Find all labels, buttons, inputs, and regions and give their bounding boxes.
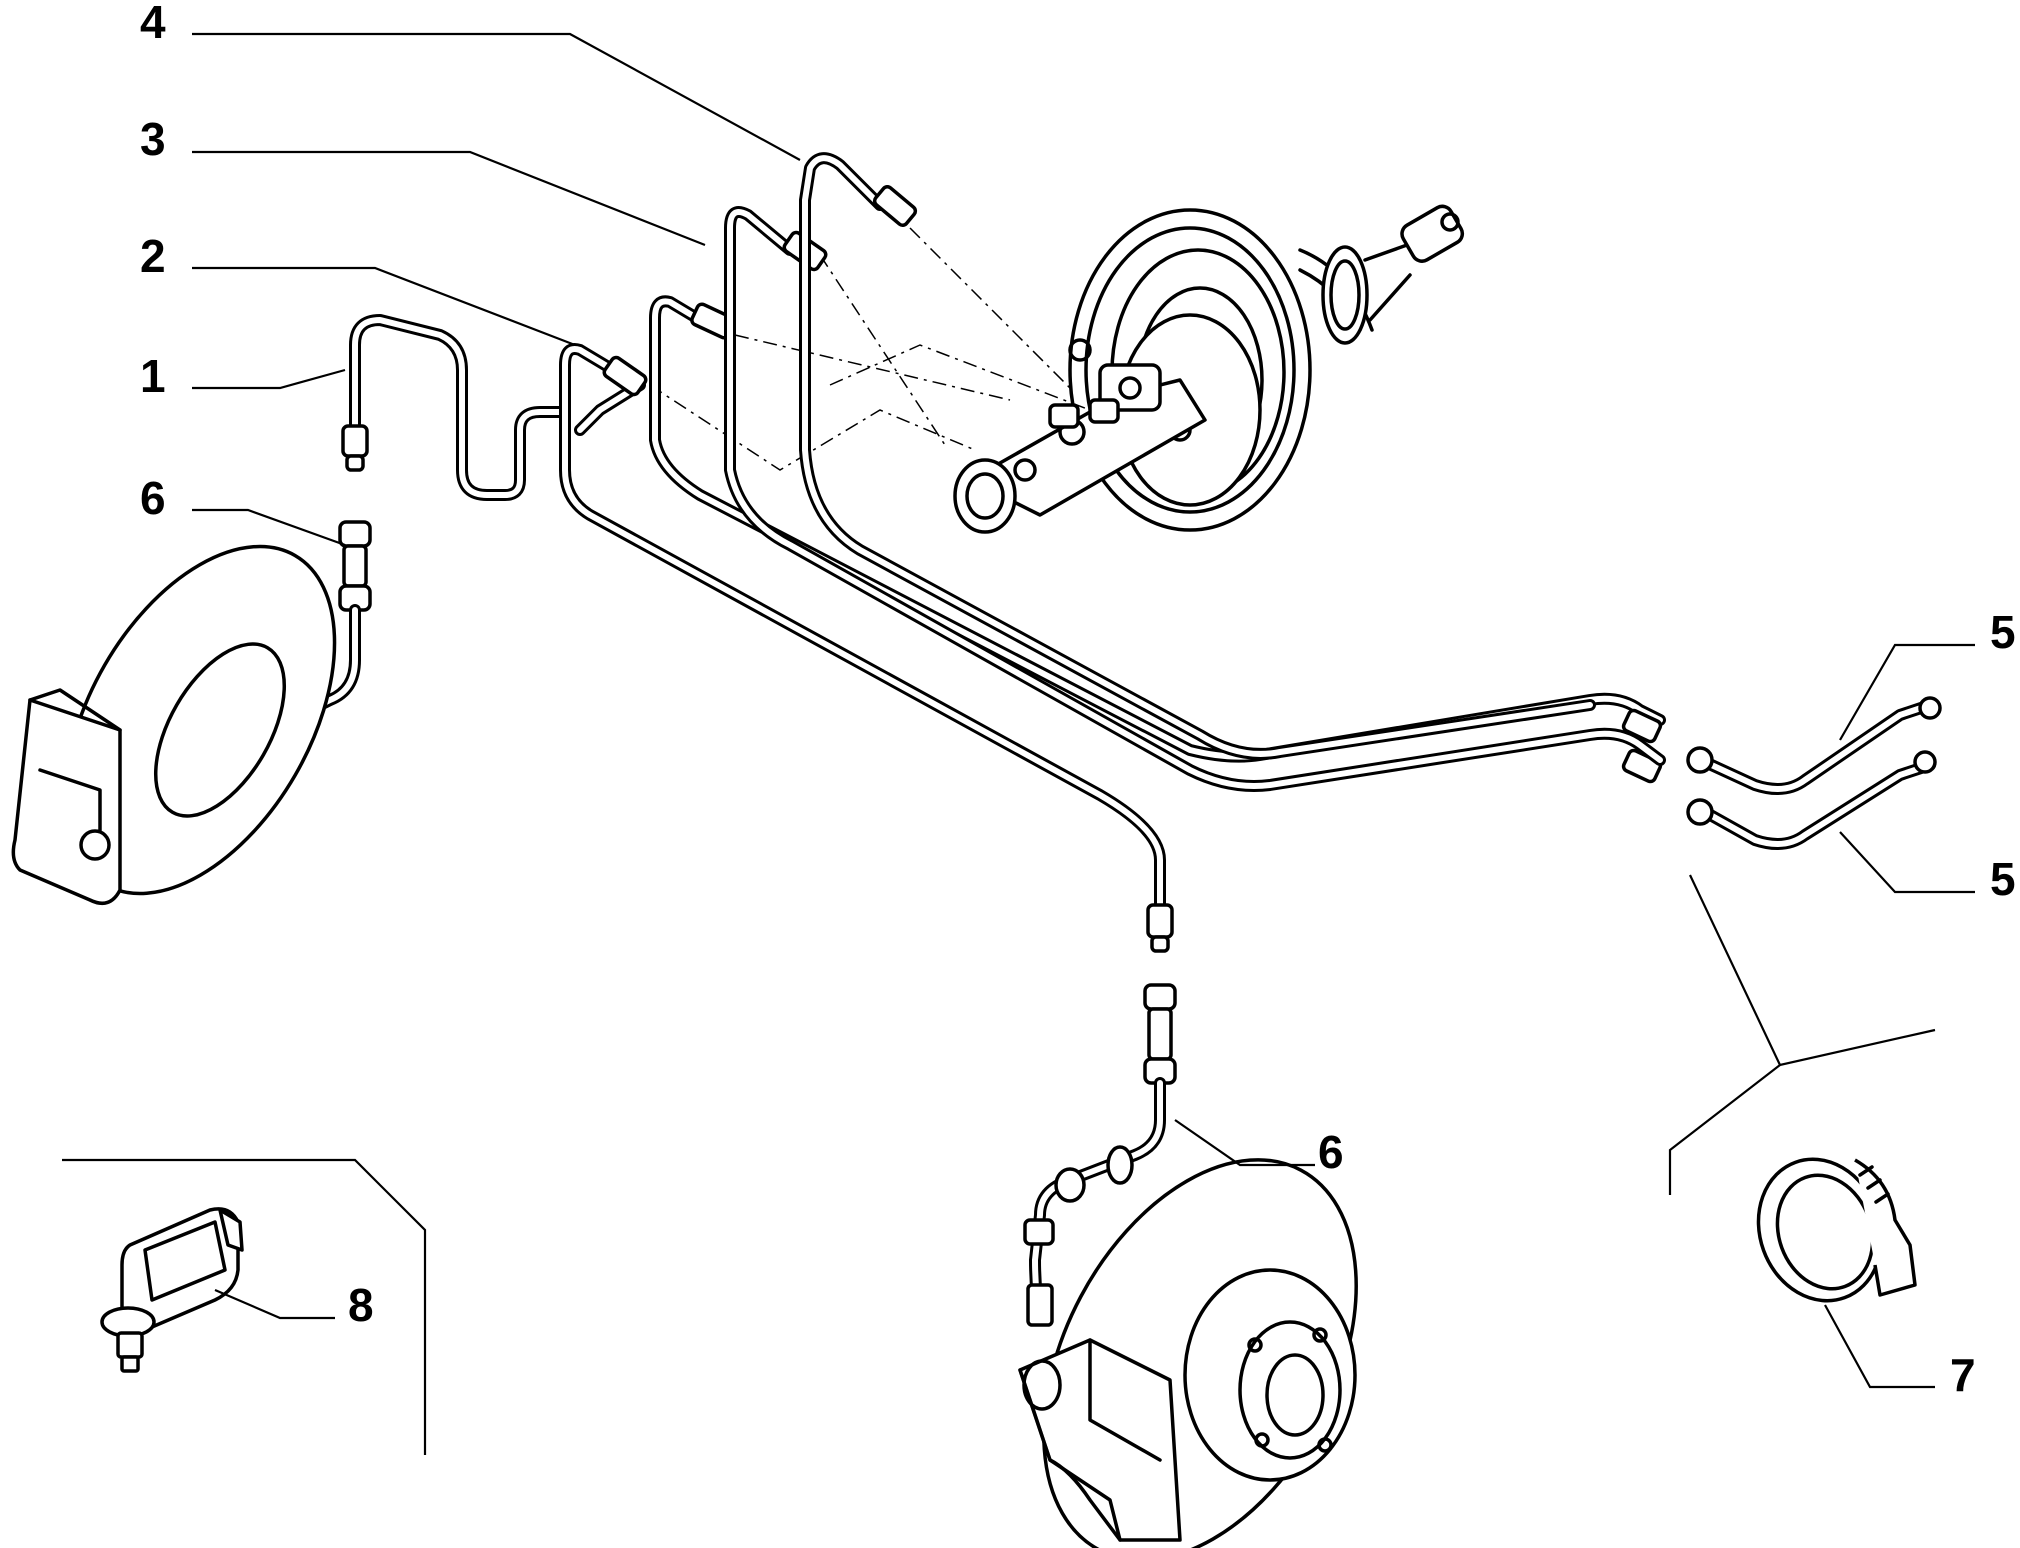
brake-pipe-3 [649,295,1666,784]
callout-3: 3 [140,113,166,165]
right-brake-disc [1018,1158,1358,1548]
hose-clamp [1756,1157,1917,1303]
callout-5-lower: 5 [1990,853,2016,905]
brake-pipe-1 [341,314,566,501]
brake-pipe-4 [724,206,1666,792]
callout-6-right: 6 [1318,1126,1344,1178]
callout-2: 2 [140,230,166,282]
callout-8: 8 [348,1279,374,1331]
callout-1: 1 [140,350,166,402]
callout-labels: 4 3 2 1 6 5 5 6 7 8 [140,0,2016,1401]
callout-5-upper: 5 [1990,606,2016,658]
connection-guides [649,227,1091,471]
leader-lines [62,32,1975,1455]
brake-pipe-4-top [799,152,1596,760]
callout-6-left: 6 [140,472,166,524]
brake-pipe-2 [559,343,1174,953]
callout-7: 7 [1950,1349,1976,1401]
brake-sensor-switch [100,1207,244,1373]
right-flexible-hose [1023,983,1177,1327]
callout-4: 4 [140,0,166,48]
rear-brake-pipes [1686,696,1942,850]
left-brake-disc [11,544,337,906]
master-cylinder [953,363,1207,534]
